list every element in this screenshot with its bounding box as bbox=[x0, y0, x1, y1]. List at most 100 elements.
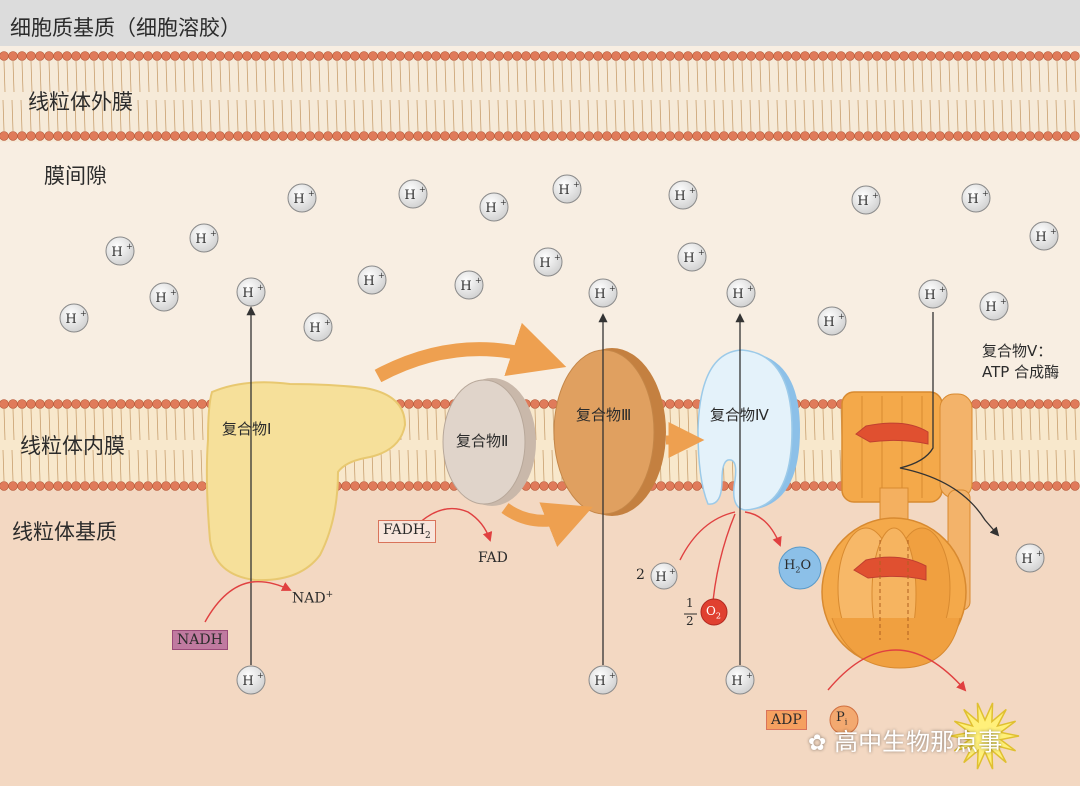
complex-2-label: 复合物Ⅱ bbox=[456, 432, 509, 450]
complex-1-shape bbox=[205, 381, 407, 582]
proton-charge: + bbox=[170, 288, 177, 297]
proton-ion: H+ bbox=[105, 236, 135, 266]
complex-5-label-line2: ATP 合成酶 bbox=[982, 363, 1060, 381]
proton-charge: + bbox=[982, 189, 989, 198]
proton-charge: + bbox=[475, 276, 482, 285]
proton-text: H bbox=[985, 300, 996, 315]
half-numerator: 1 bbox=[686, 596, 694, 610]
outer-membrane-core bbox=[0, 52, 1080, 142]
cytosol-band bbox=[0, 0, 1080, 46]
complex-3-shape bbox=[553, 348, 666, 516]
two-protons-coefficient: 2 bbox=[636, 567, 645, 583]
proton-text: H bbox=[683, 251, 694, 266]
proton-charge: + bbox=[308, 189, 315, 198]
nadh-label: NADH bbox=[172, 630, 228, 650]
proton-text: H bbox=[924, 288, 935, 303]
proton-ion: H+ bbox=[357, 265, 387, 295]
proton-ion: H+ bbox=[918, 279, 948, 309]
proton-ion: H+ bbox=[726, 278, 756, 308]
proton-charge: + bbox=[609, 671, 616, 680]
proton-charge: + bbox=[1000, 297, 1007, 306]
oxygen-molecule bbox=[700, 598, 728, 626]
proton-charge: + bbox=[126, 242, 133, 251]
proton-charge: + bbox=[257, 283, 264, 292]
proton-charge: + bbox=[500, 198, 507, 207]
phosphate-molecule bbox=[829, 705, 859, 735]
proton-ion: H+ bbox=[552, 174, 582, 204]
proton-text: H bbox=[732, 287, 743, 302]
proton-ion: H+ bbox=[287, 183, 317, 213]
proton-ion: H+ bbox=[59, 303, 89, 333]
atp-starburst-icon bbox=[950, 702, 1020, 770]
proton-charge: + bbox=[609, 284, 616, 293]
proton-pump-arrows bbox=[246, 306, 1000, 665]
proton-text: H bbox=[655, 570, 666, 585]
proton-charge: + bbox=[1036, 549, 1043, 558]
proton-charge: + bbox=[939, 285, 946, 294]
proton-ion: H+ bbox=[454, 270, 484, 300]
proton-ion: H+ bbox=[398, 179, 428, 209]
proton-charge: + bbox=[257, 671, 264, 680]
proton-text: H bbox=[460, 279, 471, 294]
proton-text: H bbox=[65, 312, 76, 327]
proton-text: H bbox=[195, 232, 206, 247]
proton-ion: H+ bbox=[668, 180, 698, 210]
proton-ion: H+ bbox=[979, 291, 1009, 321]
proton-text: H bbox=[293, 192, 304, 207]
proton-charge: + bbox=[210, 229, 217, 238]
proton-charge: + bbox=[689, 186, 696, 195]
proton-ion: H+ bbox=[961, 183, 991, 213]
proton-charge: + bbox=[80, 309, 87, 318]
proton-charge: + bbox=[838, 312, 845, 321]
half-denominator: 2 bbox=[686, 614, 694, 628]
proton-charge: + bbox=[747, 284, 754, 293]
proton-text: H bbox=[309, 321, 320, 336]
membranes bbox=[0, 51, 1080, 491]
proton-text: H bbox=[967, 192, 978, 207]
proton-group: H+H+H+H+H+H+H+H+H+H+H+H+H+H+H+H+H+H+H+H+… bbox=[59, 174, 1059, 695]
fad-label: FAD bbox=[478, 550, 508, 566]
water-label: H2O bbox=[784, 558, 812, 575]
adp-label: ADP bbox=[766, 710, 807, 730]
proton-charge: + bbox=[324, 318, 331, 327]
proton-text: H bbox=[155, 291, 166, 306]
outer-membrane-bilayer bbox=[0, 51, 1080, 141]
fadh2-label: FADH2 bbox=[378, 520, 436, 543]
proton-ion: H+ bbox=[817, 306, 847, 336]
proton-text: H bbox=[242, 674, 253, 689]
proton-text: H bbox=[485, 201, 496, 216]
proton-ion: H+ bbox=[588, 278, 618, 308]
matrix-label: 线粒体基质 bbox=[12, 520, 117, 544]
proton-text: H bbox=[539, 256, 550, 271]
proton-charge: + bbox=[872, 191, 879, 200]
proton-charge: + bbox=[554, 253, 561, 262]
proton-ion: H+ bbox=[725, 665, 755, 695]
complex-2-shape bbox=[442, 378, 536, 506]
nad-plus-label: NAD+ bbox=[292, 590, 334, 607]
complex-3-label: 复合物Ⅲ bbox=[576, 406, 632, 424]
intermembrane-space-label: 膜间隙 bbox=[44, 164, 107, 188]
proton-ion: H+ bbox=[189, 223, 219, 253]
proton-charge: + bbox=[378, 271, 385, 280]
complex-5-shape bbox=[821, 391, 973, 669]
complex-4-shape bbox=[697, 349, 800, 511]
proton-text: H bbox=[594, 674, 605, 689]
electron-flow-arrows bbox=[374, 322, 705, 547]
proton-charge: + bbox=[573, 180, 580, 189]
proton-text: H bbox=[363, 274, 374, 289]
phosphate-label: Pi bbox=[836, 710, 848, 727]
complex-5-label-line1: 复合物Ⅴ： bbox=[982, 342, 1053, 360]
proton-charge: + bbox=[698, 248, 705, 257]
proton-text: H bbox=[674, 189, 685, 204]
cytosol-label: 细胞质基质（细胞溶胶） bbox=[10, 16, 241, 40]
watermark: ✿ 高中生物那点事 bbox=[808, 728, 1003, 756]
proton-charge: + bbox=[1050, 227, 1057, 236]
oxygen-label: O2 bbox=[706, 604, 721, 621]
proton-text: H bbox=[1035, 230, 1046, 245]
proton-ion: H+ bbox=[1015, 543, 1045, 573]
proton-ion: H+ bbox=[236, 277, 266, 307]
proton-ion: H+ bbox=[851, 185, 881, 215]
proton-text: H bbox=[857, 194, 868, 209]
outer-membrane-label: 线粒体外膜 bbox=[28, 90, 133, 114]
